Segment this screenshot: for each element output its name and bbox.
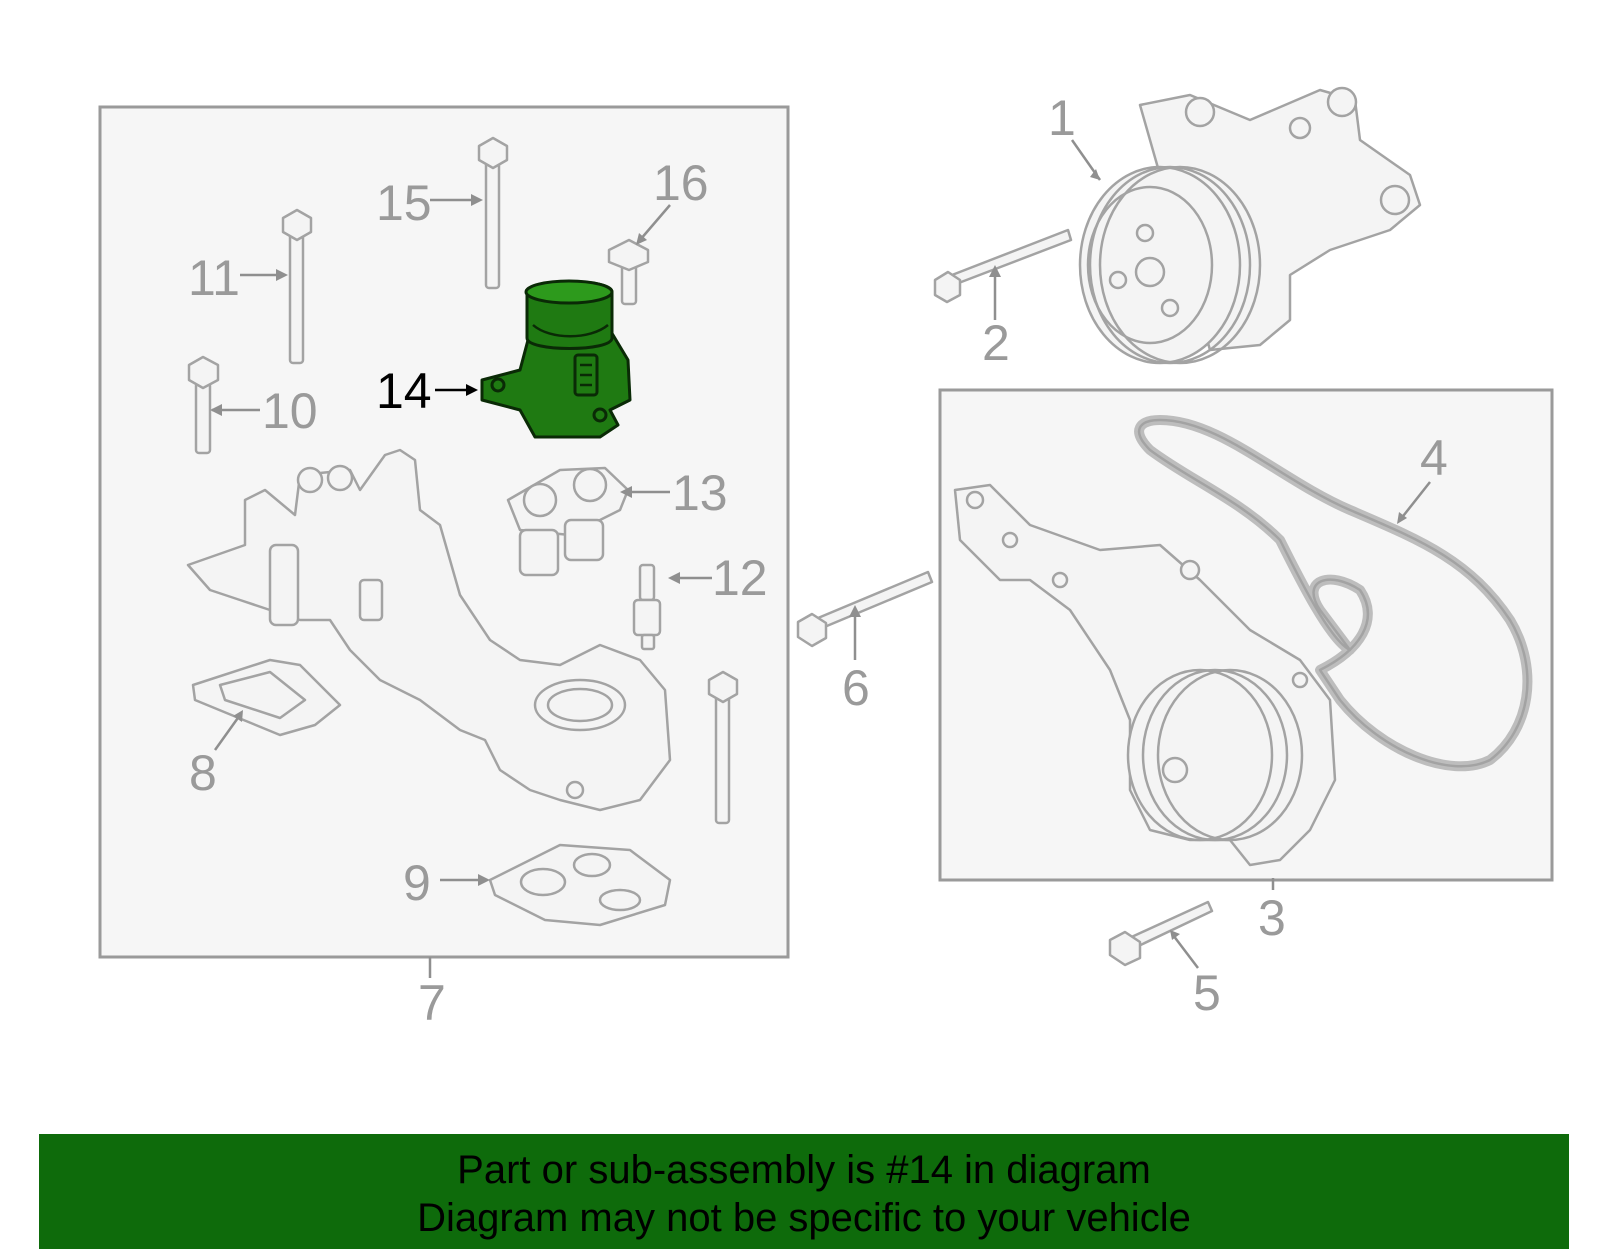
- part-12-sensor[interactable]: [632, 563, 662, 651]
- part-14-thermostat-housing[interactable]: [480, 279, 632, 439]
- banner-line-1: Part or sub-assembly is #14 in diagram: [457, 1148, 1151, 1192]
- bolt-unlabeled: [707, 670, 739, 825]
- part-4-belt[interactable]: [1134, 415, 1533, 772]
- callout-9: 9: [403, 855, 431, 911]
- callout-6: 6: [842, 660, 870, 716]
- part-2-bolt[interactable]: [933, 228, 1073, 304]
- callout-12: 12: [712, 550, 768, 606]
- callout-16: 16: [653, 155, 709, 211]
- callout-7: 7: [418, 975, 446, 1031]
- part-10-bolt[interactable]: [187, 355, 220, 455]
- part-6-bolt[interactable]: [796, 570, 934, 648]
- banner-line-2: Diagram may not be specific to your vehi…: [417, 1196, 1191, 1240]
- info-banner: Part or sub-assembly is #14 in diagram D…: [39, 1134, 1569, 1249]
- callout-1: 1: [1048, 90, 1076, 146]
- leader-lines: [210, 139, 1431, 978]
- callout-13: 13: [672, 465, 728, 521]
- part-11-bolt[interactable]: [281, 208, 313, 365]
- callout-10: 10: [262, 383, 318, 439]
- part-3-water-pump-housing[interactable]: [953, 483, 1337, 867]
- part-16-bolt[interactable]: [607, 238, 650, 306]
- part-13-thermostat[interactable]: [506, 466, 630, 577]
- callout-11: 11: [188, 250, 240, 306]
- callout-2: 2: [982, 315, 1010, 371]
- callout-8: 8: [189, 745, 217, 801]
- callout-4: 4: [1420, 430, 1448, 486]
- part-8-gasket[interactable]: [191, 658, 342, 737]
- part-15-bolt[interactable]: [477, 136, 509, 290]
- part-7-coolant-crossover[interactable]: [186, 448, 672, 812]
- callout-5: 5: [1193, 965, 1221, 1021]
- callout-14: 14: [376, 363, 432, 419]
- part-5-bolt[interactable]: [1108, 900, 1214, 967]
- callout-3: 3: [1258, 890, 1286, 946]
- part-1-water-pump[interactable]: [1078, 86, 1422, 365]
- callout-15: 15: [376, 175, 432, 231]
- part-9-gasket[interactable]: [488, 843, 672, 927]
- assembly-box-7: [98, 105, 790, 959]
